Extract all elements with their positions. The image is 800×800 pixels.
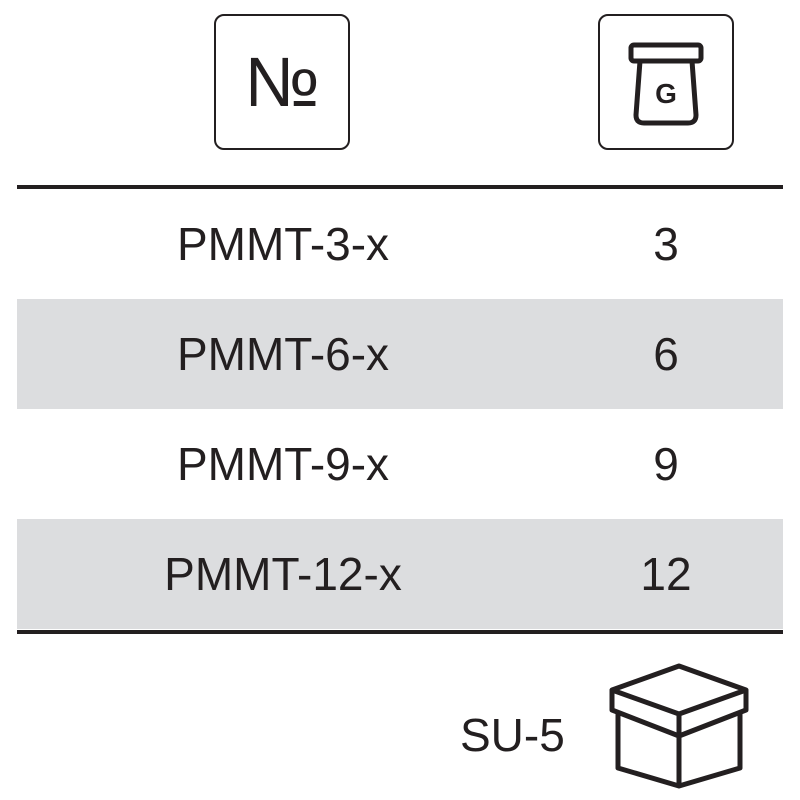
table-bottom-rule <box>17 630 783 634</box>
table-top-rule <box>17 185 783 189</box>
numero-sign-icon: № <box>214 14 350 150</box>
table-row: PMMT-3-x 3 <box>17 189 783 299</box>
model-cell: PMMT-3-x <box>176 218 390 270</box>
weight-cell: 9 <box>653 438 679 490</box>
table-row: PMMT-6-x 6 <box>17 299 783 409</box>
weight-icon: G <box>598 14 734 150</box>
table-row: PMMT-12-x 12 <box>17 519 783 629</box>
weight-letter: G <box>655 78 677 109</box>
product-table: PMMT-3-x 3 PMMT-6-x 6 PMMT-9-x 9 PMMT-12… <box>17 189 783 629</box>
model-cell: PMMT-12-x <box>164 548 402 600</box>
weight-cell: 3 <box>653 218 679 270</box>
weight-symbol: G <box>628 42 704 126</box>
weight-cell: 6 <box>653 328 679 380</box>
numero-glyph: № <box>244 43 320 121</box>
model-cell: PMMT-9-x <box>176 438 390 490</box>
table-row: PMMT-9-x 9 <box>17 409 783 519</box>
model-cell: PMMT-6-x <box>176 328 390 380</box>
package-label: SU-5 <box>460 709 565 761</box>
weight-cell: 12 <box>640 548 692 600</box>
box-icon <box>609 663 749 789</box>
